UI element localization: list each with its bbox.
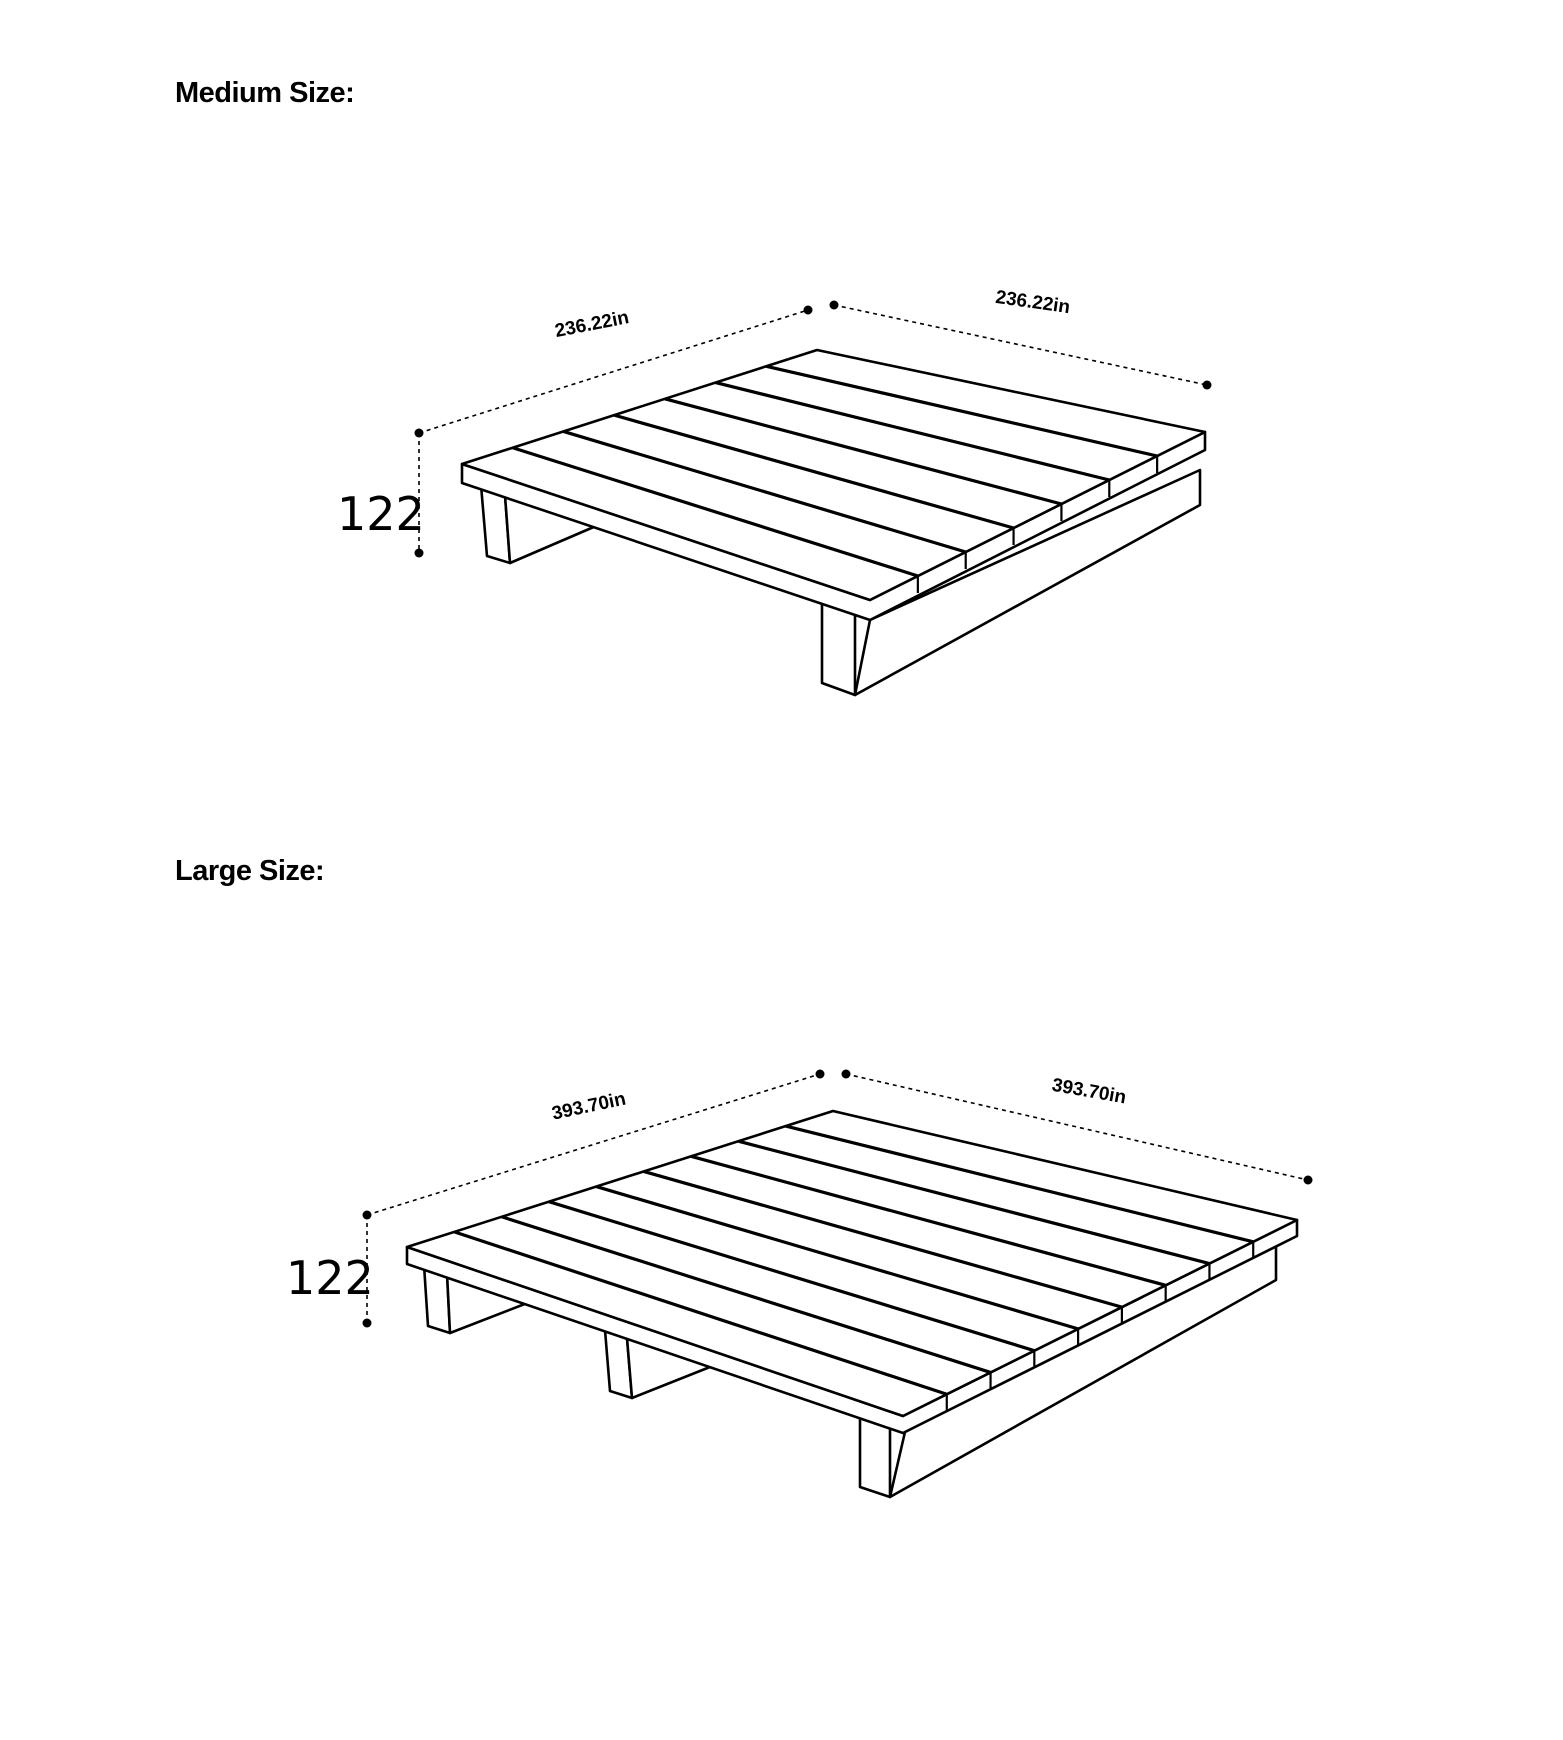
medium-depth-label: 236.22in (994, 287, 1071, 318)
large-depth-dot-start (841, 1069, 851, 1079)
large-plank-lines (453, 1124, 1255, 1412)
large-width-dot-end (815, 1069, 825, 1079)
medium-width-label: 236.22in (553, 307, 631, 342)
medium-platform-drawing: 236.22in 236.22in 122 (337, 287, 1212, 697)
large-plank-line-6 (690, 1154, 1167, 1287)
large-plank-line-7 (737, 1139, 1210, 1266)
medium-plank-line-4 (664, 397, 1062, 506)
medium-depth-dot-end (1202, 380, 1212, 390)
medium-height-label: 122 (337, 487, 425, 541)
large-size-title: Large Size: (175, 855, 325, 887)
large-width-label: 393.70in (550, 1089, 628, 1125)
large-front-leg (858, 1416, 892, 1499)
medium-depth-dot-start (829, 300, 839, 310)
medium-plank-line-2 (562, 429, 967, 554)
medium-width-dimension-line (418, 309, 809, 434)
medium-plank-line-3 (613, 413, 1015, 530)
medium-plank-lines (512, 364, 1159, 593)
medium-height-dot-end (414, 548, 424, 558)
large-platform-drawing: 393.70in 393.70in 122 (286, 1069, 1313, 1499)
medium-plank-line-5 (715, 381, 1110, 482)
large-width-dimension-line (366, 1073, 821, 1216)
large-height-label: 122 (286, 1251, 374, 1305)
medium-plank-line-1 (512, 446, 919, 578)
medium-size-title: Medium Size: (175, 77, 355, 109)
large-depth-dot-end (1303, 1175, 1313, 1185)
large-depth-label: 393.70in (1050, 1075, 1128, 1109)
medium-top-surface (460, 348, 1207, 602)
medium-width-dot-end (803, 305, 813, 315)
large-plank-line-1 (453, 1230, 948, 1396)
medium-side-skirt (853, 468, 1202, 697)
large-plank-line-5 (643, 1169, 1123, 1309)
large-height-dot-end (362, 1318, 372, 1328)
large-depth-dimension-line (845, 1073, 1309, 1181)
large-plank-line-4 (595, 1185, 1079, 1331)
large-plank-line-2 (501, 1215, 992, 1374)
large-plank-line-8 (785, 1124, 1254, 1244)
large-plank-line-3 (548, 1200, 1035, 1353)
medium-plank-line-6 (765, 364, 1158, 458)
